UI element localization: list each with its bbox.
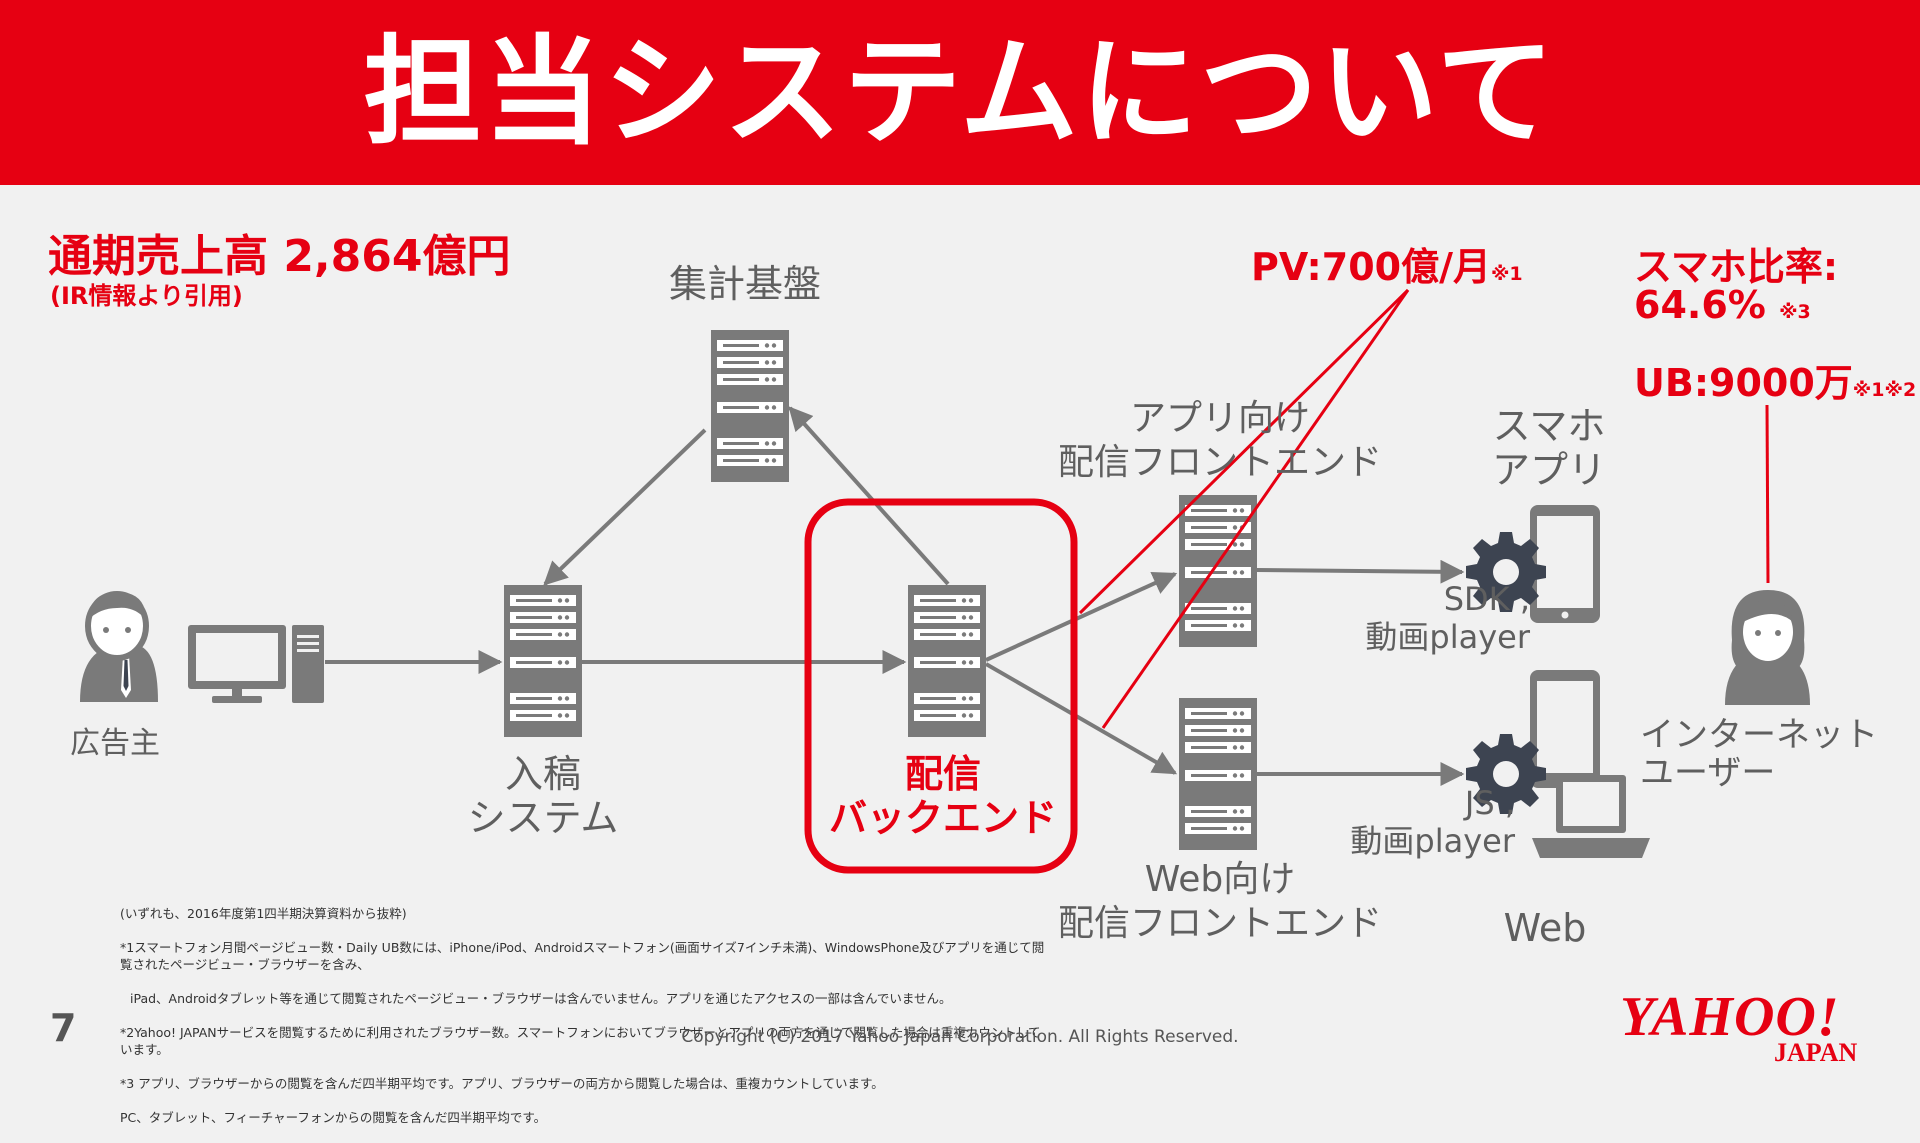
delivery-backend-highlight	[804, 498, 1078, 874]
web-front-label-line2: 配信フロントエンド	[1057, 903, 1382, 944]
app-front-label-line1: アプリ向け	[1129, 398, 1310, 439]
js-label-line1: JS ,	[1464, 784, 1515, 822]
submission-label-line2: システム	[467, 796, 619, 840]
js-label: JS , 動画player	[1340, 784, 1515, 860]
delivery-backend-label-line1: 配信	[904, 752, 981, 796]
sdk-label-line1: SDK ,	[1443, 580, 1530, 618]
submission-server-icon	[504, 585, 582, 737]
web-front-server-icon	[1179, 698, 1257, 850]
sdk-label-line2: 動画player	[1365, 618, 1530, 656]
sdk-label: SDK , 動画player	[1330, 580, 1530, 656]
smartphone-app-label-line1: スマホ	[1492, 404, 1606, 448]
delivery-backend-label-line2: バックエンド	[828, 796, 1057, 840]
architecture-diagram	[80, 288, 1810, 874]
pv-note: ※1	[1490, 263, 1523, 285]
footnote-2: *2Yahoo! JAPANサービスを閲覧するために利用されたブラウザー数。スマ…	[120, 1025, 1041, 1057]
aggregation-label: 集計基盤	[668, 262, 821, 306]
internet-user-label-line2: ユーザー	[1640, 753, 1776, 793]
js-label-line2: 動画player	[1350, 822, 1515, 860]
smartphone-app-phone-icon	[1530, 505, 1600, 623]
app-front-label-line2: 配信フロントエンド	[1057, 442, 1382, 483]
footnotes: (いずれも、2016年度第1四半期決算資料から抜粋) *1スマートフォン月間ペー…	[120, 888, 1050, 1143]
internet-user-label: インターネット ユーザー	[1640, 716, 1910, 792]
ub-note: ※1※2	[1852, 379, 1917, 401]
page-title: 担当システムについて	[363, 23, 1557, 161]
advertiser-label: 広告主	[70, 726, 160, 761]
smartphone-app-label-line2: アプリ	[1491, 448, 1606, 492]
ub-callout-line	[1765, 404, 1770, 584]
revenue-text: 通期売上高 2,864億円	[48, 231, 511, 282]
delivery-server-icon	[908, 585, 986, 737]
smartphone-ratio-note: ※3	[1779, 301, 1811, 323]
smartphone-app-label: スマホ アプリ	[1474, 404, 1624, 492]
arrow-aggregation-to-submission	[543, 428, 707, 586]
connections	[325, 406, 1465, 786]
callout-lines	[1078, 288, 1770, 729]
copyright-text: Copyright (C) 2017 Yahoo Japan Corporati…	[681, 1027, 1239, 1047]
ub-stat: UB:9000万※1※2	[1634, 361, 1917, 405]
yahoo-logo-japan: JAPAN	[1774, 1038, 1858, 1067]
arrow-app-front-to-sdk	[1255, 559, 1465, 584]
web-label: Web	[1503, 906, 1587, 950]
internet-user-person-icon	[1725, 590, 1810, 705]
footnote-1-continued: iPad、Androidタブレット等を通じて閲覧されたページビュー・ブラウザーは…	[130, 991, 952, 1006]
pv-stat: PV:700億/月※1	[1251, 245, 1523, 289]
arrow-delivery-to-aggregation	[788, 406, 950, 586]
submission-label: 入稿 システム	[420, 752, 666, 840]
footnote-1: *1スマートフォン月間ページビュー数・Daily UB数には、iPhone/iP…	[120, 940, 1045, 972]
pv-callout-line-1	[1078, 288, 1410, 615]
delivery-backend-label: 配信 バックエンド	[818, 752, 1068, 840]
submission-label-line1: 入稿	[504, 752, 581, 796]
smartphone-ratio-value: 64.6% ※3	[1634, 283, 1811, 327]
footnote-3: *3 アプリ、ブラウザーからの閲覧を含んだ四半期平均です。アプリ、ブラウザーの両…	[120, 1076, 884, 1091]
advertiser-person-icon	[80, 591, 158, 702]
revenue-source-text: (IR情報より引用)	[50, 282, 243, 310]
aggregation-server-icon	[711, 330, 789, 482]
pv-callout-line-2	[1101, 289, 1410, 729]
app-front-label: アプリ向け 配信フロントエンド	[1040, 397, 1400, 485]
smartphone-ratio-label: スマホ比率:	[1634, 245, 1839, 289]
app-front-server-icon	[1179, 495, 1257, 647]
yahoo-logo: YAHOO!	[1620, 986, 1840, 1048]
arrow-delivery-to-web-front	[985, 662, 1178, 775]
web-front-label: Web向け 配信フロントエンド	[1040, 858, 1400, 946]
web-front-label-line1: Web向け	[1144, 859, 1296, 900]
web-devices-icon	[1530, 670, 1650, 858]
page-number: 7	[50, 1006, 77, 1050]
desktop-pc-icon	[188, 625, 324, 703]
arrow-delivery-to-app-front	[985, 572, 1178, 662]
title-banner	[0, 0, 1920, 185]
footnote-source: (いずれも、2016年度第1四半期決算資料から抜粋)	[120, 906, 407, 921]
footnote-3-continued: PC、タブレット、フィーチャーフォンからの閲覧を含んだ四半期平均です。	[120, 1110, 547, 1125]
internet-user-label-line1: インターネット	[1640, 715, 1878, 755]
